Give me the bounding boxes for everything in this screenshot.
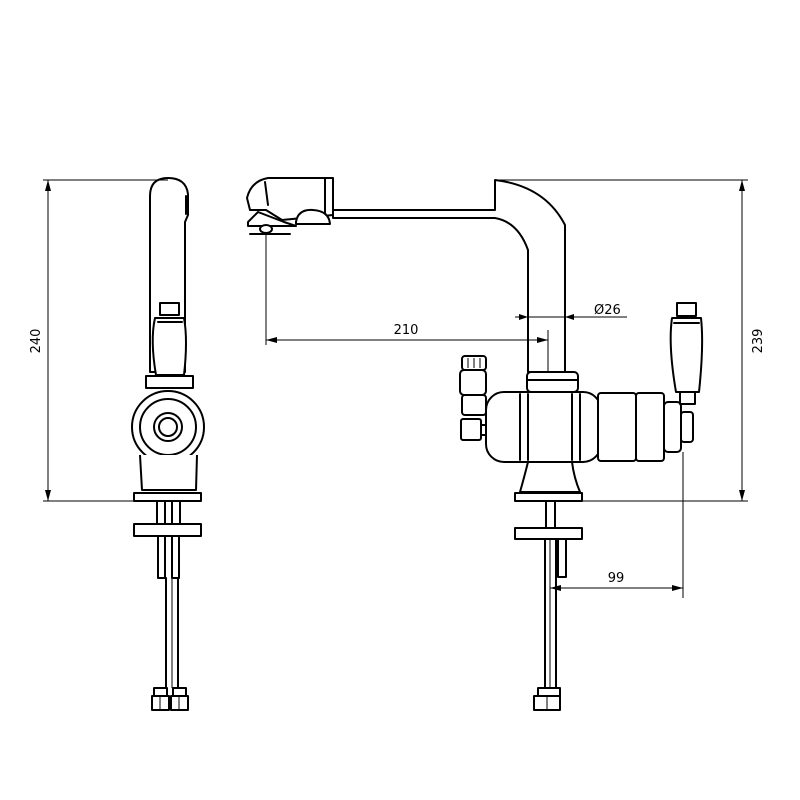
dimension-side-height: 240 [29, 179, 168, 502]
front-lever-handle [669, 317, 704, 393]
spout-arm [332, 179, 566, 373]
aerator [295, 208, 331, 225]
dimension-spout-diameter: Ø26 [515, 303, 627, 320]
side-mounting-washer [133, 523, 202, 537]
dimension-210-label: 210 [394, 323, 419, 338]
front-base-plate [514, 492, 583, 502]
front-mounting-washer [514, 527, 583, 540]
temperature-knob [459, 369, 487, 396]
mounting-rod [557, 538, 567, 578]
side-base-plate [133, 492, 202, 502]
front-view [246, 177, 704, 711]
dimension-239-label: 239 [751, 329, 766, 354]
front-lever-cap [676, 302, 697, 317]
side-view [131, 177, 205, 711]
dimension-spout-reach: 210 [265, 233, 549, 372]
dimension-body-offset: 99 [549, 452, 684, 598]
side-lower-body [139, 454, 198, 491]
dimension-99-label: 99 [608, 571, 625, 586]
mixer-collar [526, 371, 579, 393]
thermostatic-body [485, 391, 602, 463]
lower-neck [519, 461, 581, 493]
side-lever-handle [151, 317, 187, 376]
dimension-front-height: 239 [495, 179, 766, 502]
spray-outlet [259, 224, 273, 234]
side-lever-cap [159, 302, 180, 316]
side-body-ring [131, 390, 205, 464]
dimension-240-label: 240 [29, 329, 44, 354]
dimension-d26-label: Ø26 [594, 303, 621, 318]
right-cylinder [597, 392, 637, 462]
